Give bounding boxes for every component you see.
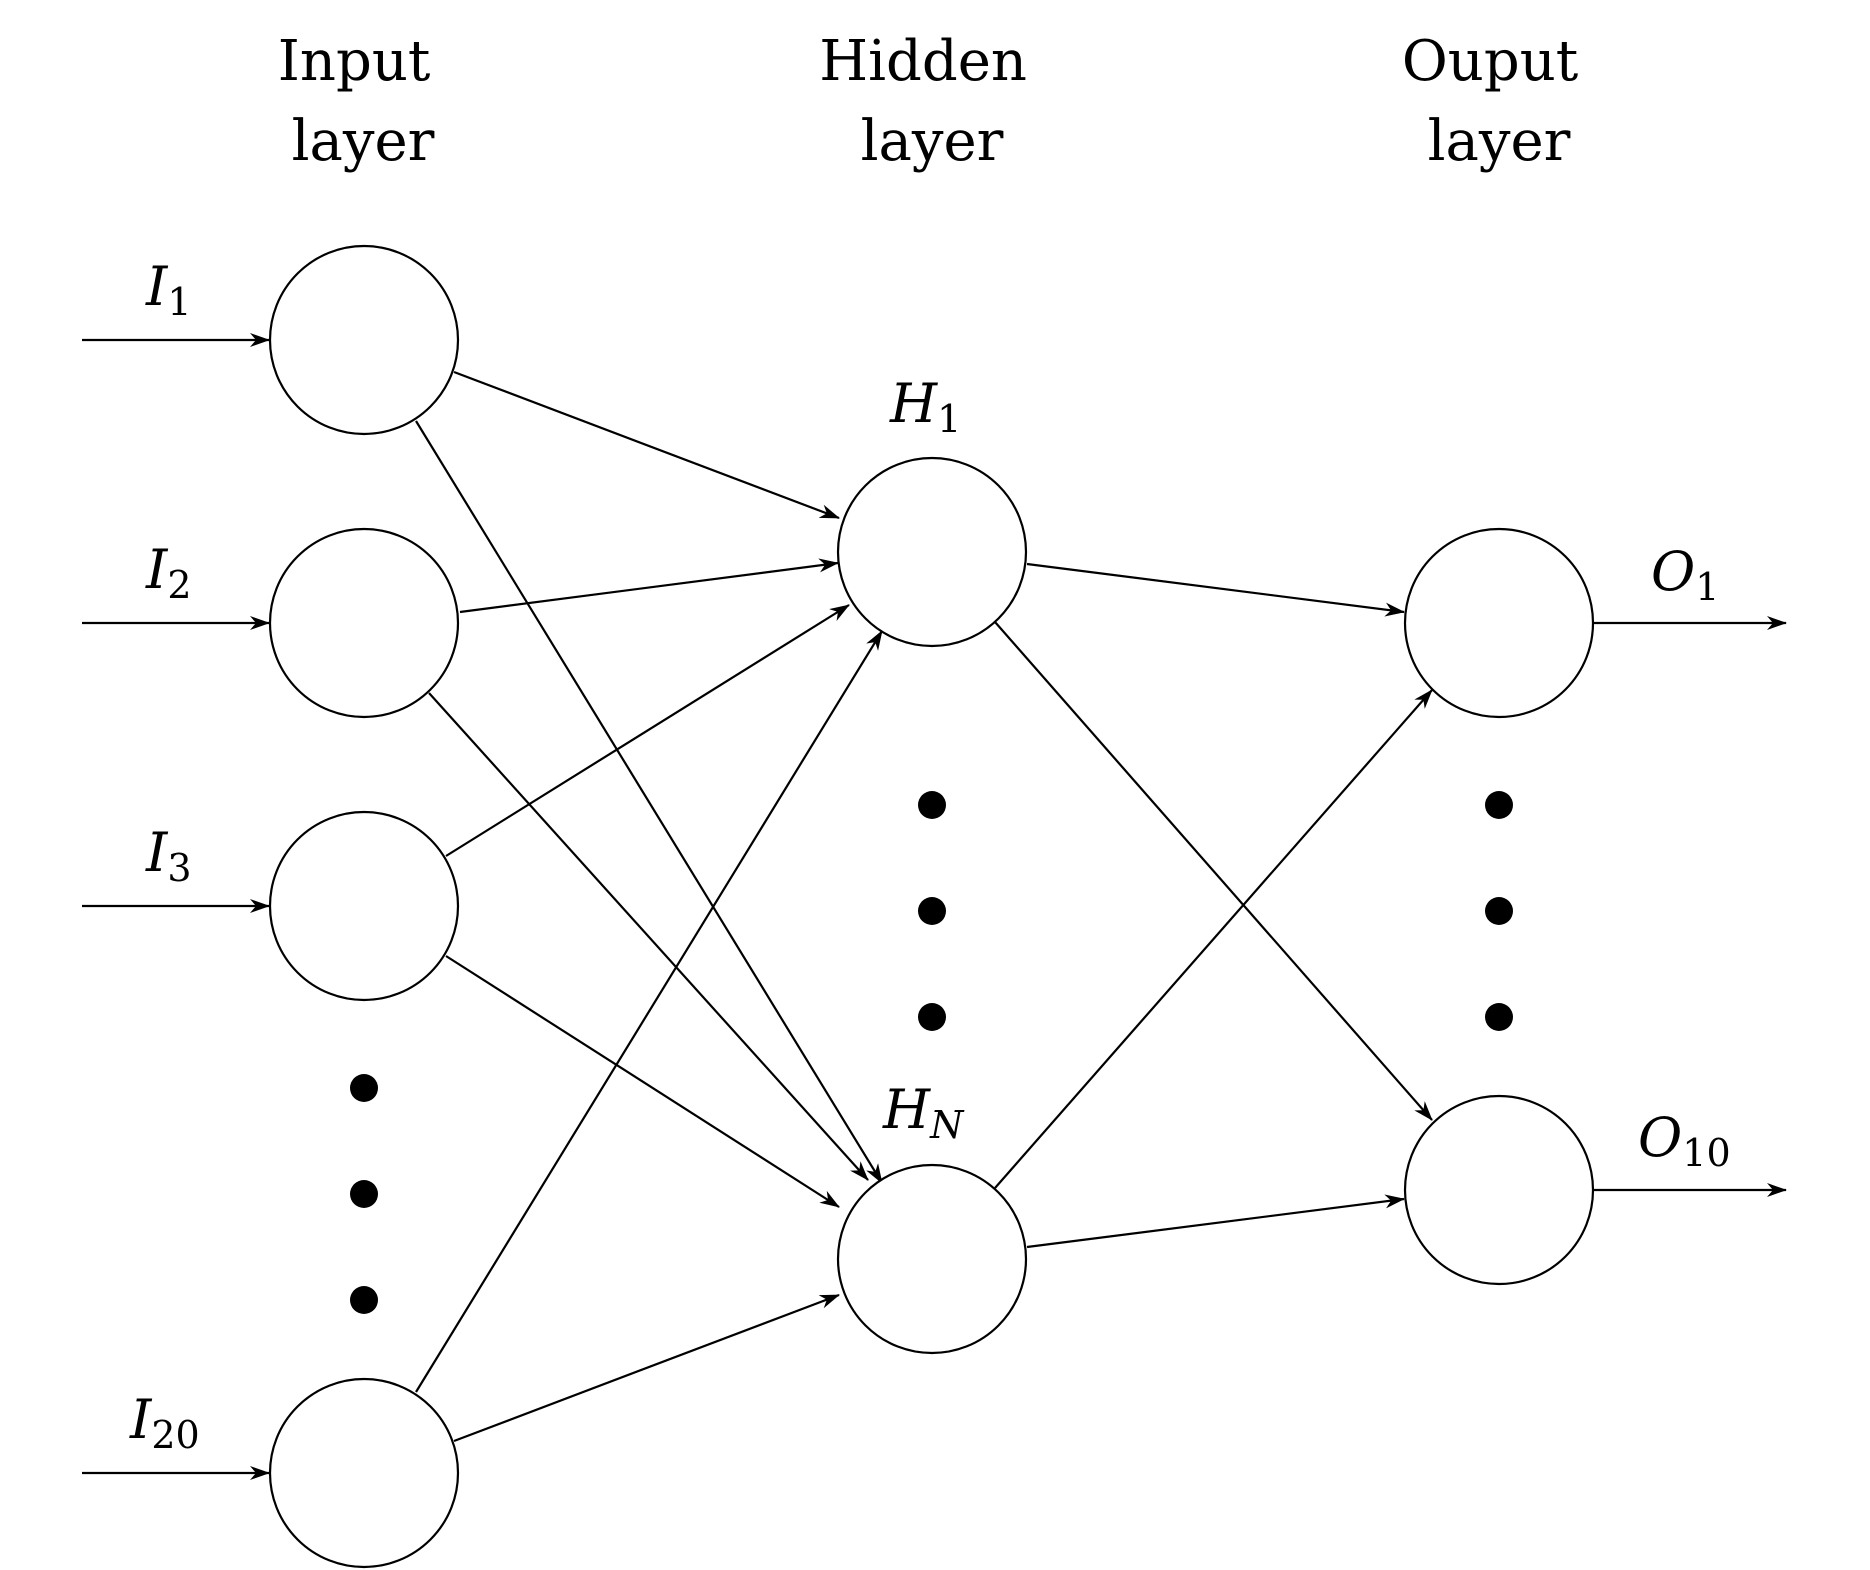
ellipsis-dot — [918, 791, 946, 819]
label-i20-sub: 20 — [151, 1413, 199, 1457]
label-hn-base: H — [882, 1078, 931, 1141]
hidden-layer-title-line2: layer — [861, 109, 1004, 174]
label-i2: I2 — [145, 538, 192, 607]
ellipsis-dot — [1485, 897, 1513, 925]
label-i2-sub: 2 — [167, 563, 191, 607]
edge-h1-o10 — [994, 621, 1433, 1121]
input-layer-title: Input layer — [278, 29, 448, 174]
edge-i2-hn — [428, 692, 869, 1181]
label-i20-base: I — [129, 1388, 153, 1451]
label-o1: O1 — [1651, 540, 1719, 609]
ellipsis-dot — [350, 1286, 378, 1314]
input-layer-title-line1: Input — [278, 29, 431, 94]
label-i3-base: I — [145, 821, 169, 884]
label-i2-base: I — [145, 538, 169, 601]
label-o10-base: O — [1638, 1106, 1682, 1169]
edge-i3-hn — [445, 955, 840, 1208]
label-i1-sub: 1 — [167, 280, 191, 324]
hidden-node-1 — [836, 456, 1028, 648]
ellipsis-dot — [1485, 1003, 1513, 1031]
input-node-20 — [268, 1377, 460, 1569]
output-node-1 — [1403, 527, 1595, 719]
label-h1-base: H — [889, 372, 938, 435]
output-layer-title-line1: Ouput — [1402, 29, 1579, 94]
label-o10-sub: 10 — [1682, 1131, 1730, 1175]
ellipsis-dot — [1485, 791, 1513, 819]
label-o10: O10 — [1638, 1106, 1731, 1175]
edge-i20-h1 — [415, 630, 883, 1393]
label-o1-base: O — [1651, 540, 1695, 603]
ellipsis-dot — [918, 897, 946, 925]
output-ellipsis — [1485, 791, 1513, 1031]
hidden-layer-title: Hidden layer — [819, 29, 1044, 174]
hidden-layer-title-line1: Hidden — [819, 29, 1027, 94]
hidden-ellipsis — [918, 791, 946, 1031]
output-node-10 — [1403, 1094, 1595, 1286]
edge-i20-hn — [453, 1293, 840, 1443]
edge-hn-o1 — [994, 689, 1433, 1189]
label-h1-sub: 1 — [937, 397, 961, 441]
label-hn: HN — [882, 1078, 965, 1147]
label-o1-sub: 1 — [1695, 565, 1719, 609]
ellipsis-dot — [350, 1074, 378, 1102]
edge-i1-h1 — [453, 370, 840, 520]
edge-i3-h1 — [445, 604, 850, 857]
output-layer-title: Ouput layer — [1402, 29, 1596, 174]
label-i3-sub: 3 — [167, 846, 191, 890]
edge-i2-h1 — [459, 558, 839, 614]
input-node-1 — [268, 244, 460, 436]
ellipsis-dot — [918, 1003, 946, 1031]
label-i20: I20 — [129, 1388, 200, 1457]
output-layer-title-line2: layer — [1428, 109, 1571, 174]
label-i1: I1 — [145, 255, 192, 324]
input-layer-title-line2: layer — [292, 109, 435, 174]
edge-h1-o1 — [1026, 562, 1405, 617]
edge-hn-o10 — [1026, 1194, 1405, 1249]
input-node-3 — [268, 810, 460, 1002]
label-hn-sub: N — [929, 1103, 965, 1147]
edge-i1-hn — [415, 420, 883, 1184]
input-ellipsis — [350, 1074, 378, 1314]
hidden-node-n — [836, 1163, 1028, 1355]
label-i3: I3 — [145, 821, 192, 890]
label-i1-base: I — [145, 255, 169, 318]
ellipsis-dot — [350, 1180, 378, 1208]
label-h1: H1 — [889, 372, 961, 441]
input-node-2 — [268, 527, 460, 719]
